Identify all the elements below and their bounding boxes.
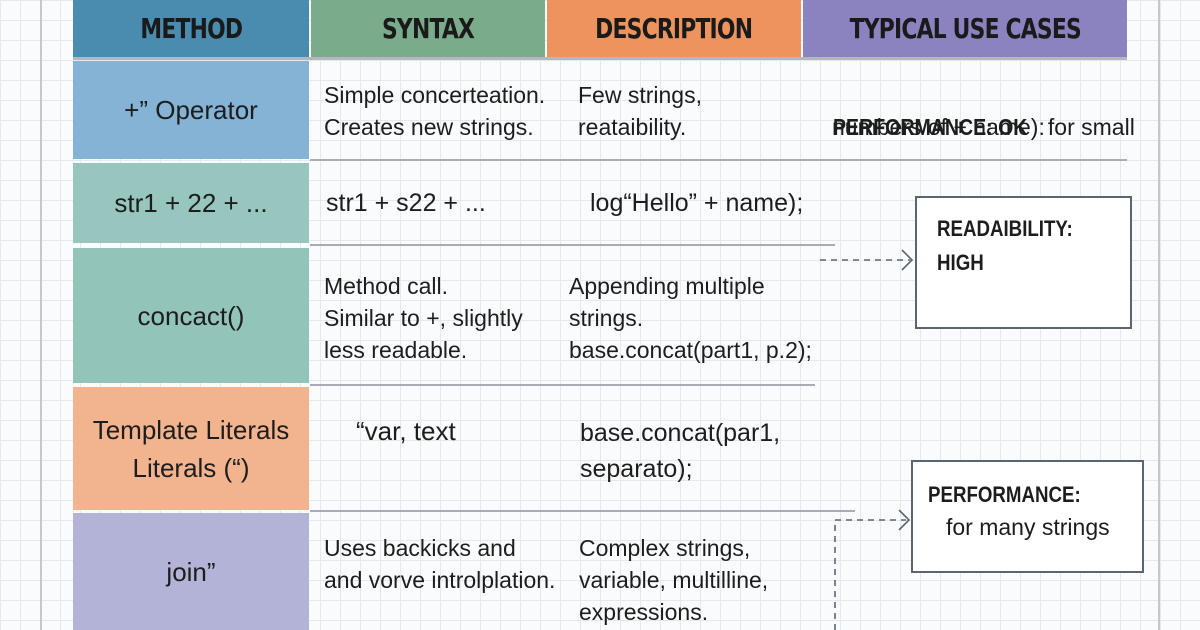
method-label: +” Operator (124, 95, 258, 125)
method-label: concact() (137, 300, 245, 331)
method-cell: Template Literals Literals (“) (73, 387, 309, 510)
method-cell: str1 + 22 + ... (73, 163, 309, 243)
method-label: join” (166, 556, 216, 587)
description-text: Complex strings, variable, multilline, e… (579, 535, 769, 625)
callout-title: PERFORMANCE: (928, 482, 1081, 507)
callout-title: READAIBILITY: (937, 216, 1073, 241)
description-text: log“Hello” + name); (590, 189, 804, 217)
header-use-cases: TYPICAL USE CASES (803, 0, 1127, 57)
header-syntax: SYNTAX (311, 0, 545, 57)
description-text: Few strings, reataibility. (578, 82, 702, 140)
row-divider (310, 384, 815, 386)
use-case-rest: for small (1041, 114, 1135, 140)
header-label: SYNTAX (381, 12, 475, 45)
header-underline (73, 57, 1127, 60)
callout-value: for many strings (946, 514, 1110, 540)
row-divider (310, 159, 1127, 161)
method-label: str1 + 22 + ... (114, 188, 268, 218)
row-divider (310, 510, 855, 512)
method-label: Template Literals Literals (“) (92, 414, 290, 483)
use-case-line2: numbers of + name): (832, 114, 1045, 140)
dashed-arrow-readability (820, 249, 914, 271)
syntax-text: Simple concerteation. Creates new string… (324, 82, 546, 140)
use-case-text: PERFORMANCE: OK for small (820, 79, 1135, 143)
page-frame-left (40, 0, 42, 630)
method-cell: join” (73, 513, 309, 630)
performance-callout: PERFORMANCE: for many strings (911, 460, 1144, 573)
description-text: base.concat(par1, separato); (580, 419, 781, 483)
method-cell: +” Operator (73, 61, 309, 159)
header-label: METHOD (140, 12, 243, 45)
row-divider (310, 244, 835, 246)
use-case-bold: PERFORMANCE: OK (832, 114, 1028, 140)
description-text: Appending multiple strings. base.concat(… (569, 273, 812, 363)
syntax-text: Method call. Similar to +, slightly less… (324, 273, 523, 363)
syntax-text: str1 + s22 + ... (326, 189, 486, 217)
page-frame-right (1158, 0, 1160, 630)
syntax-text: “var, text (356, 416, 456, 446)
header-method: METHOD (73, 0, 309, 57)
header-label: DESCRIPTION (595, 12, 753, 45)
header-label: TYPICAL USE CASES (849, 12, 1081, 45)
syntax-text: Uses backicks and and vorve introlplatio… (324, 535, 556, 593)
dashed-arrow-performance (834, 509, 911, 630)
header-description: DESCRIPTION (547, 0, 801, 57)
method-cell: concact() (73, 248, 309, 383)
readability-callout: READAIBILITY: HIGH (915, 196, 1132, 329)
callout-value: HIGH (937, 250, 984, 275)
